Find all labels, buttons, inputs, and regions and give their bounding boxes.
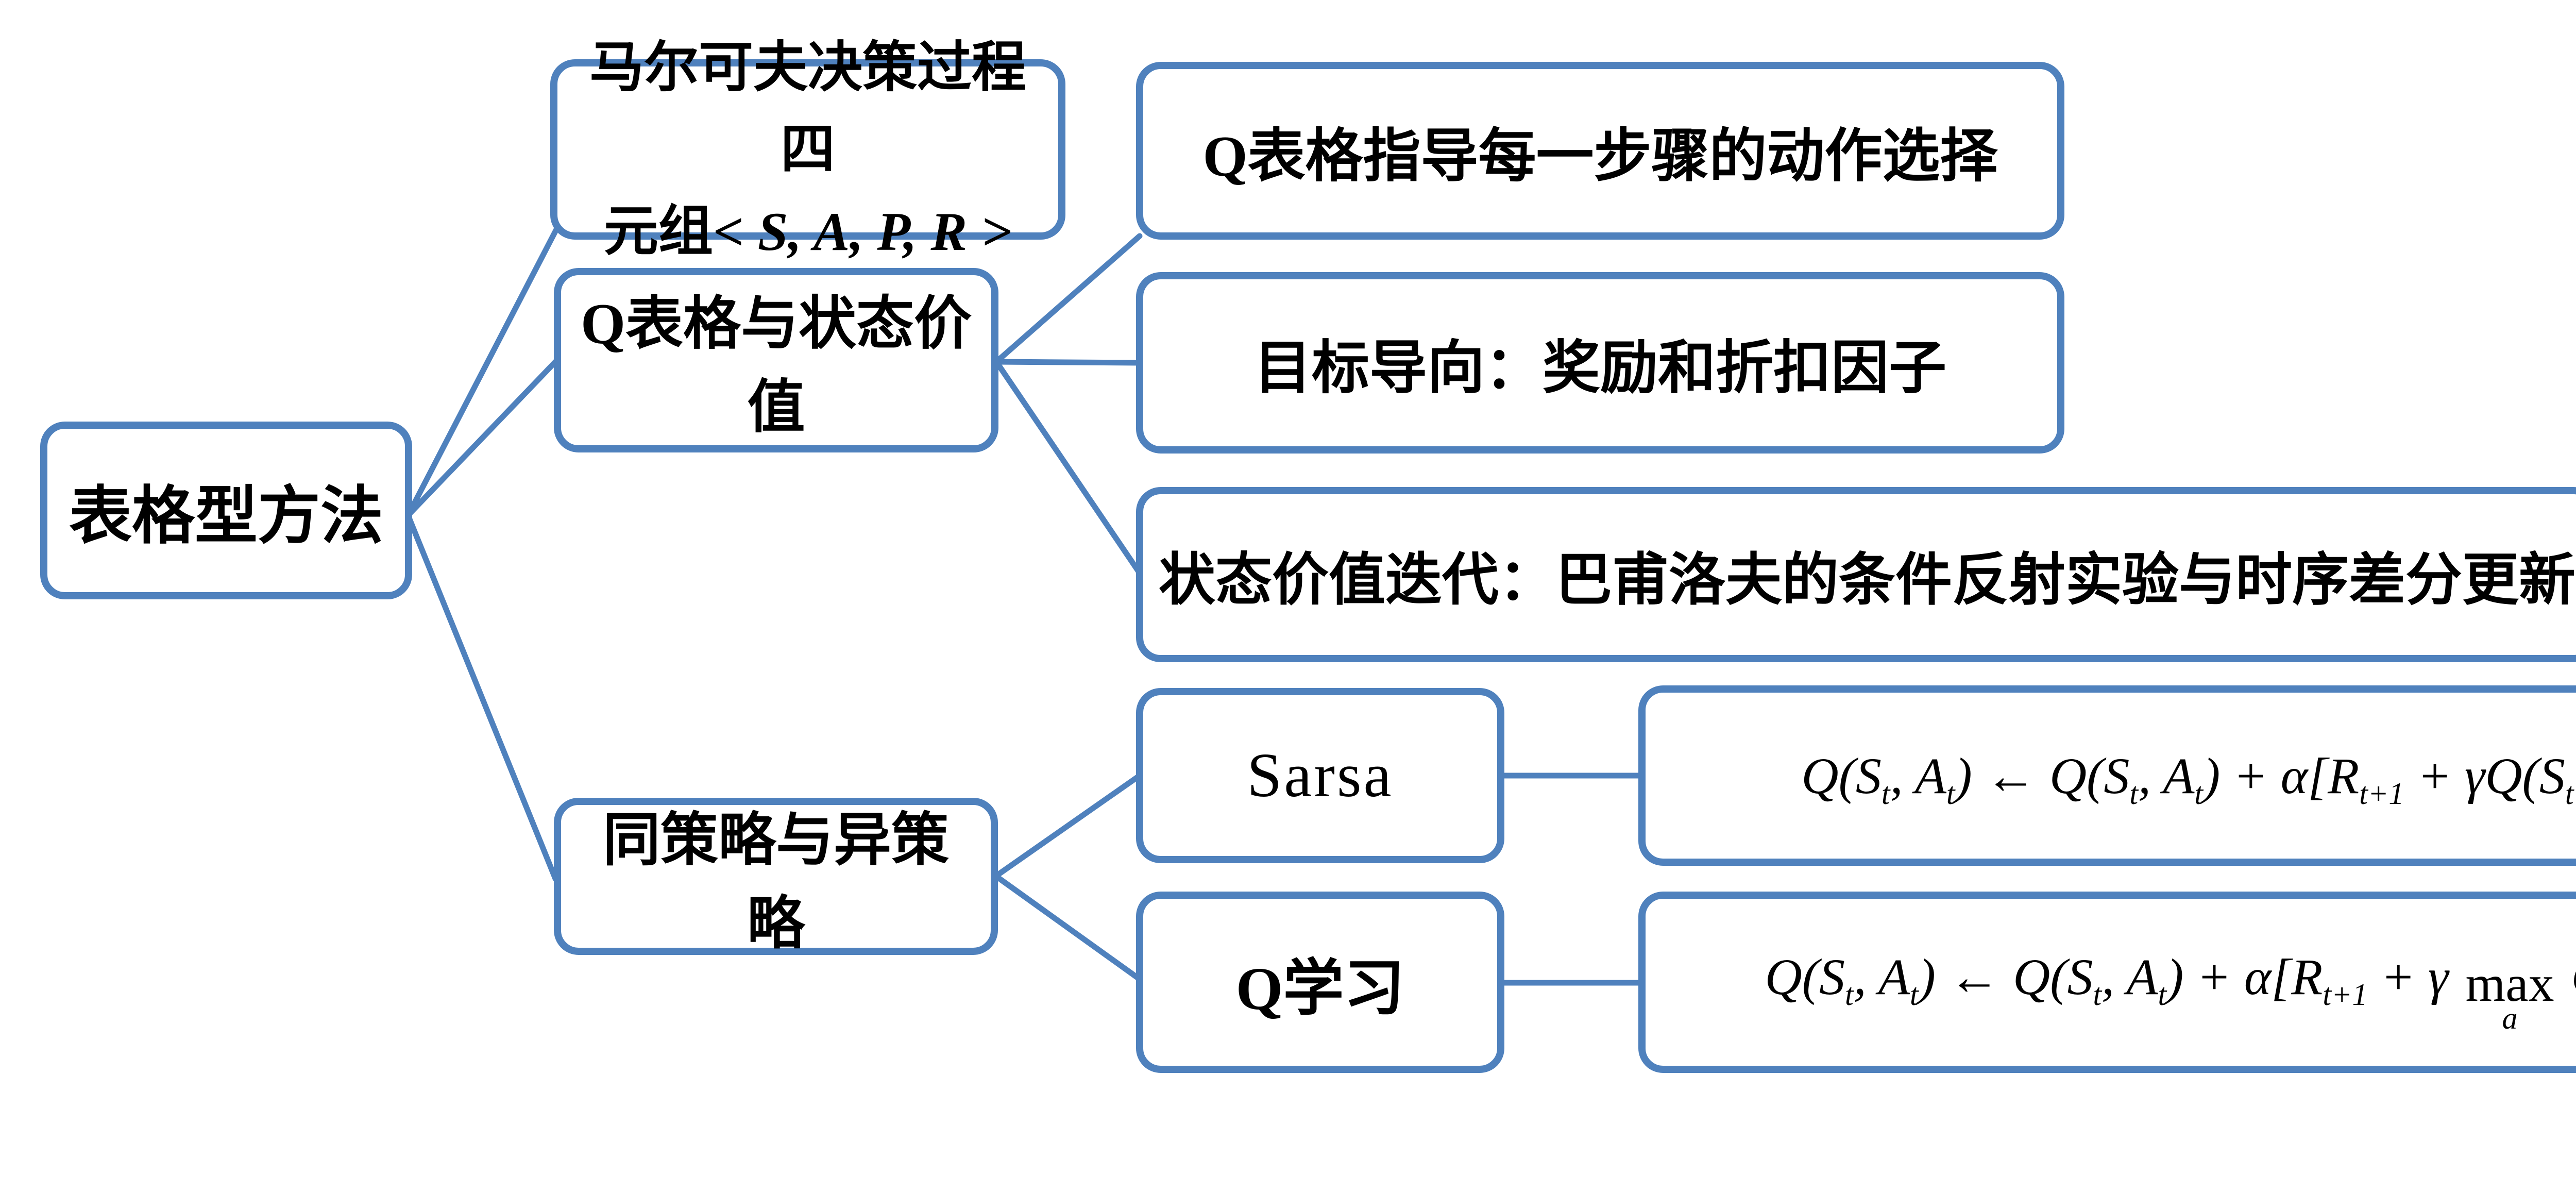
mdp-line2-prefix: 元组: [603, 201, 713, 262]
node-state-value-iteration-label: 状态价值迭代：巴甫洛夫的条件反射实验与时序差分更新: [1159, 549, 2575, 612]
node-goal-oriented: 目标导向：奖励和折扣因子: [1136, 272, 2064, 454]
connector-root-mdp: [405, 226, 560, 518]
node-qtable-state-value: Q表格与状态价值: [554, 268, 998, 452]
node-sarsa-formula: Q(St, At) ← Q(St, At) + α[Rt+1 + γQ(St+1…: [1638, 685, 2576, 866]
node-mdp-tuple: 马尔可夫决策过程四 元组< S, A, P, R >: [550, 38, 1065, 262]
connector-policy-sarsa: [993, 773, 1143, 879]
mdp-line1: 马尔可夫决策过程四: [589, 37, 1026, 180]
connector-qtable-valueiter: [993, 359, 1143, 576]
node-state-value-iteration: 状态价值迭代：巴甫洛夫的条件反射实验与时序差分更新: [1136, 487, 2576, 662]
node-on-policy-off-policy: 同策略与异策略: [554, 798, 998, 956]
connector-root-policy: [405, 512, 558, 882]
connector-root-qtable: [405, 358, 560, 518]
node-q-learning: Q学习: [1136, 892, 1504, 1073]
node-sarsa-label: Sarsa: [1247, 741, 1394, 810]
node-tabular-methods-label: 表格型方法: [69, 482, 383, 551]
node-q-learning-label: Q学习: [1235, 954, 1405, 1022]
node-sarsa: Sarsa: [1136, 688, 1504, 863]
connector-qtable-action: [993, 233, 1143, 365]
node-qtable-state-value-label: Q表格与状态价值: [580, 292, 972, 440]
mdp-tuple-math: < S, A, P, R >: [713, 201, 1012, 262]
node-goal-oriented-label: 目标导向：奖励和折扣因子: [1254, 337, 1946, 400]
node-action-selection-label: Q表格指导每一步骤的动作选择: [1202, 124, 1998, 189]
node-on-policy-off-policy-label: 同策略与异策略: [603, 808, 949, 956]
connector-qtable-goal: [993, 359, 1143, 366]
connector-policy-qlearning: [993, 873, 1143, 982]
node-action-selection: Q表格指导每一步骤的动作选择: [1136, 62, 2064, 240]
node-tabular-methods: 表格型方法: [40, 422, 412, 599]
node-mdp-tuple-label: 马尔可夫决策过程四 元组< S, A, P, R >: [573, 27, 1043, 273]
sarsa-update-formula: Q(St, At) ← Q(St, At) + α[Rt+1 + γQ(St+1…: [1801, 747, 2576, 811]
